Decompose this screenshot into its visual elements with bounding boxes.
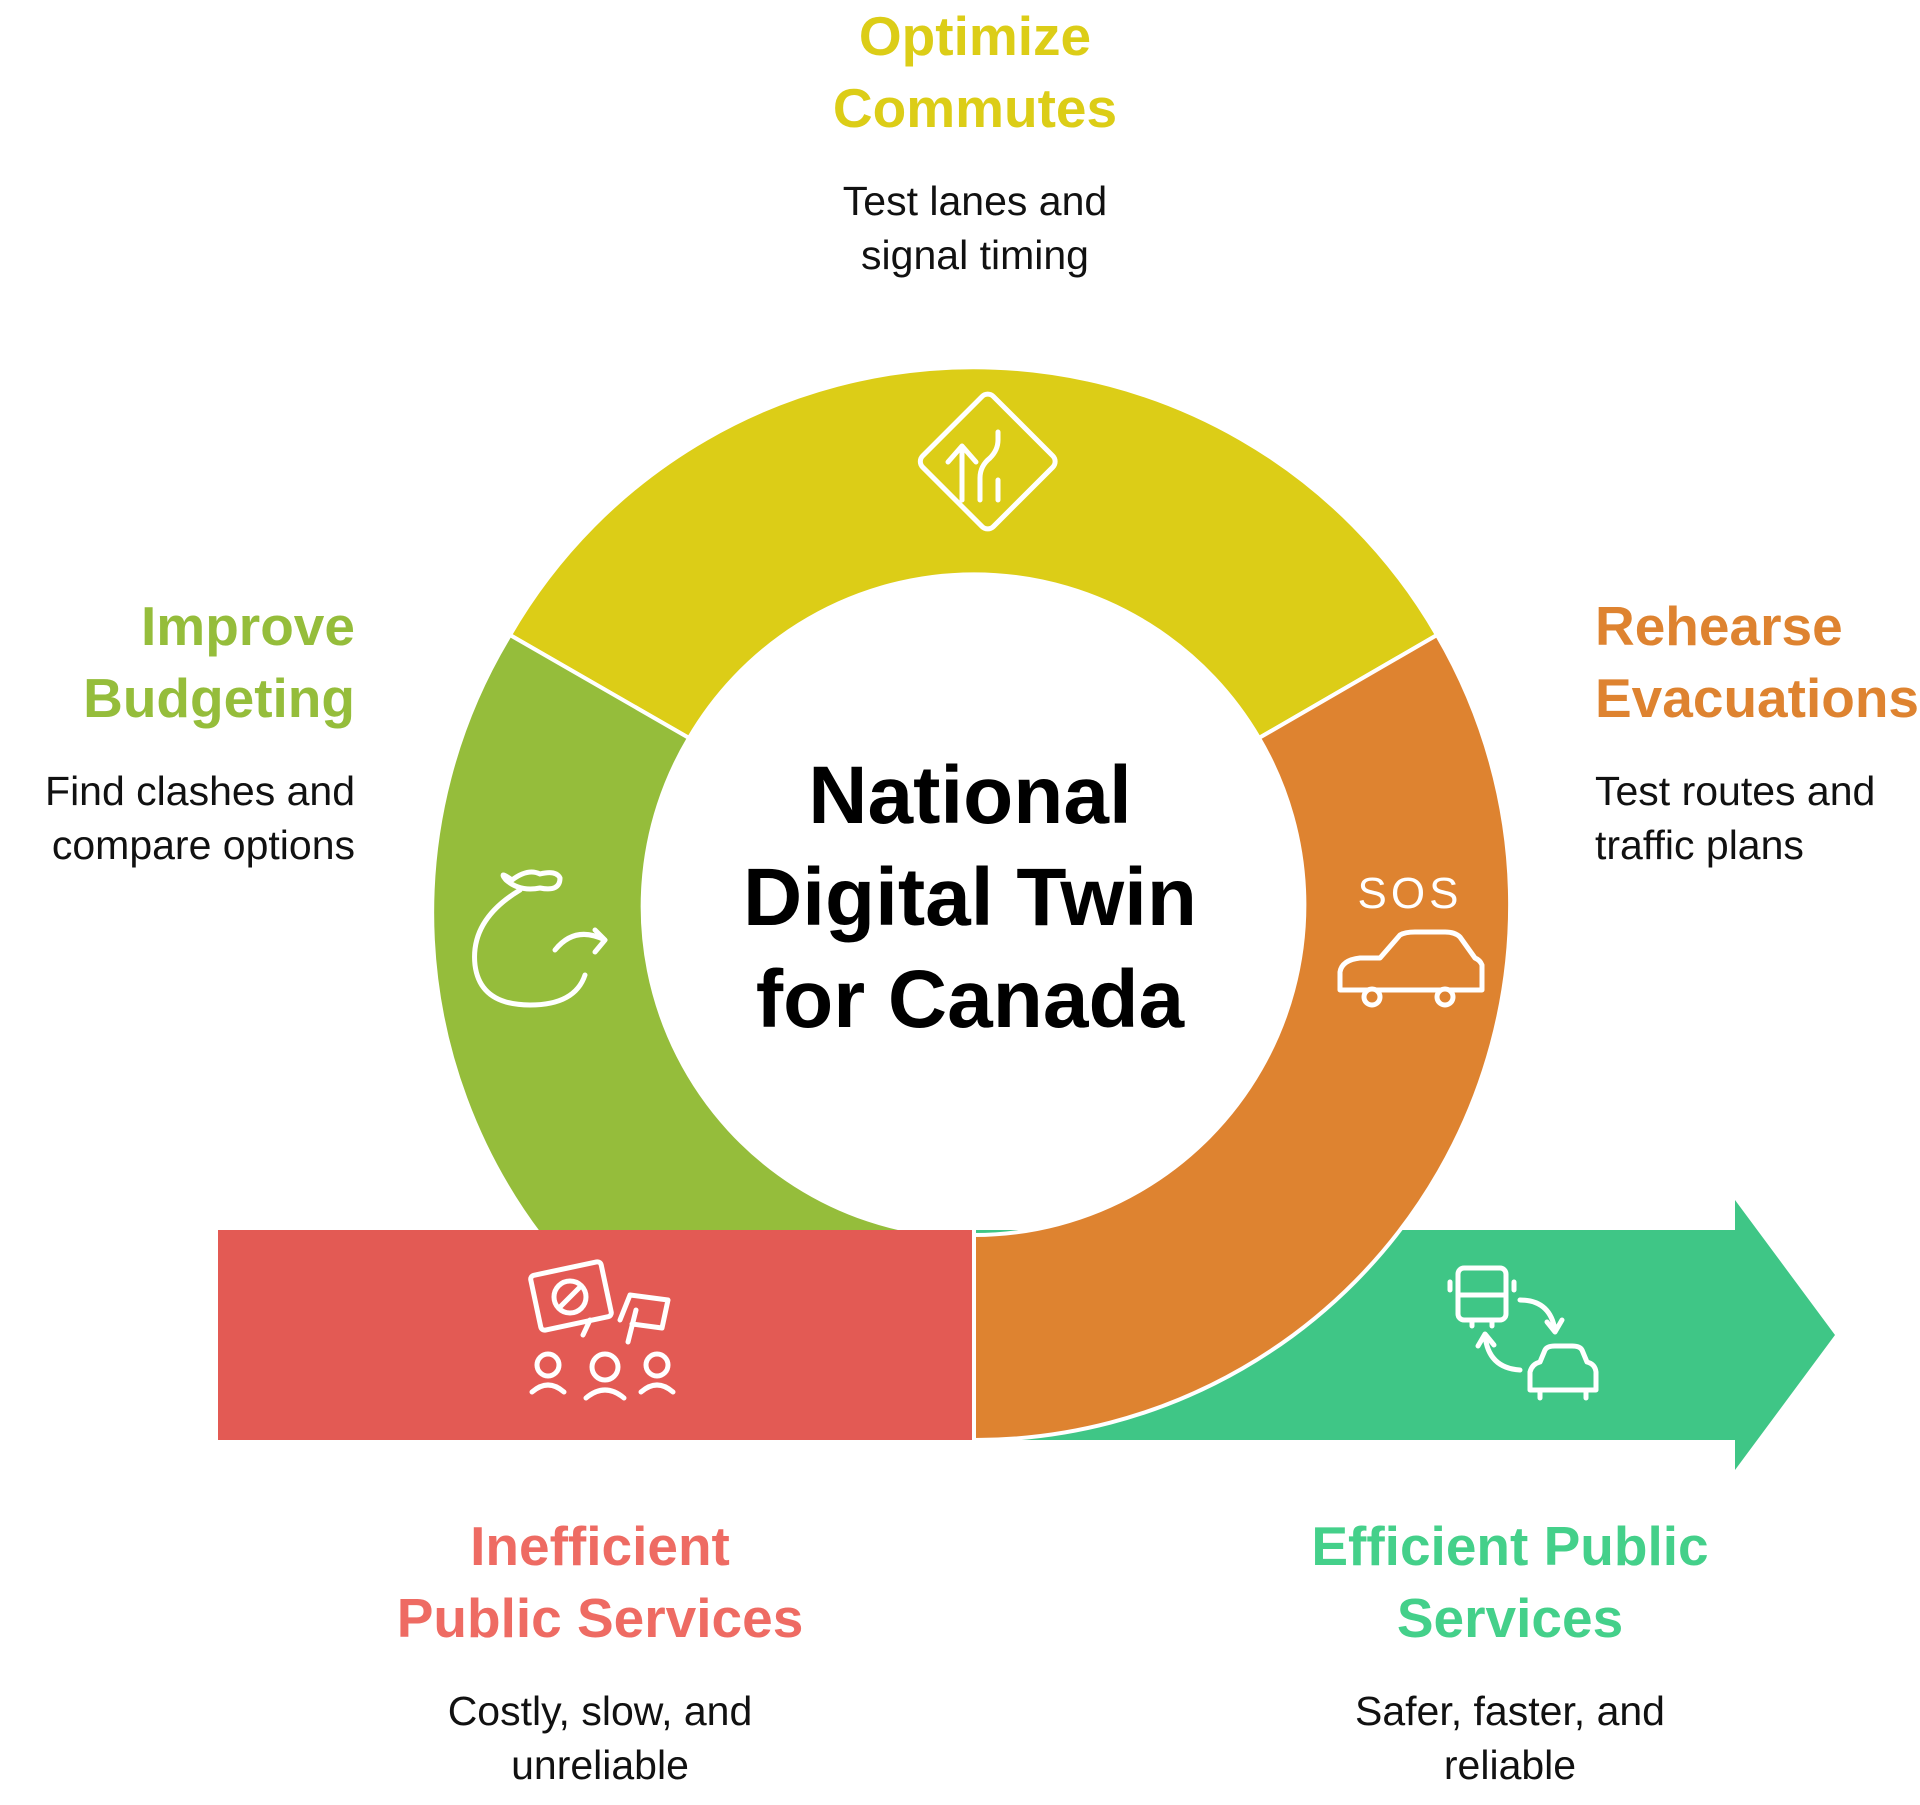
optimize-description: Test lanes and signal timing (842, 178, 1108, 278)
sos-label: SOS (1358, 869, 1463, 918)
rehearse-evacuations-label: Rehearse Evacuations Test routes and tra… (1595, 590, 1920, 872)
hub-title-line-2: Digital Twin (742, 852, 1197, 943)
budgeting-description: Find clashes and compare options (45, 768, 355, 868)
bus-car-exchange-icon (1447, 1265, 1599, 1401)
inefficient-title: Inefficient Public Services (396, 1515, 804, 1649)
optimize-commutes-label: Optimize Commutes Test lanes and signal … (675, 0, 1275, 282)
money-bag-icon (472, 869, 608, 1008)
evacuations-title: Rehearse Evacuations (1595, 595, 1920, 729)
optimize-commutes-segment (508, 365, 1439, 740)
efficient-title: Efficient Public Services (1311, 1515, 1709, 1649)
sos-car-icon (1337, 929, 1485, 1008)
improve-budgeting-segment (430, 633, 942, 1237)
inefficient-services-bar (218, 1230, 974, 1440)
rehearse-evacuations-segment (972, 633, 1513, 1443)
protest-crowd-icon (528, 1259, 676, 1401)
hub-title-line-1: National (808, 750, 1132, 841)
inefficient-services-label: Inefficient Public Services Costly, slow… (300, 1510, 900, 1792)
budgeting-title: Improve Budgeting (83, 595, 355, 729)
efficient-description: Safer, faster, and reliable (1355, 1688, 1665, 1788)
hub-title: National Digital Twin for Canada (660, 745, 1280, 1051)
hub-circle (651, 582, 1297, 1228)
lane-change-sign-icon (917, 391, 1058, 532)
improve-budgeting-label: Improve Budgeting Find clashes and compa… (0, 590, 355, 872)
optimize-title: Optimize Commutes (832, 5, 1118, 139)
inefficient-description: Costly, slow, and unreliable (447, 1688, 753, 1788)
evacuations-description: Test routes and traffic plans (1595, 768, 1876, 868)
hub-title-line-3: for Canada (755, 954, 1185, 1045)
efficient-services-label: Efficient Public Services Safer, faster,… (1210, 1510, 1810, 1792)
